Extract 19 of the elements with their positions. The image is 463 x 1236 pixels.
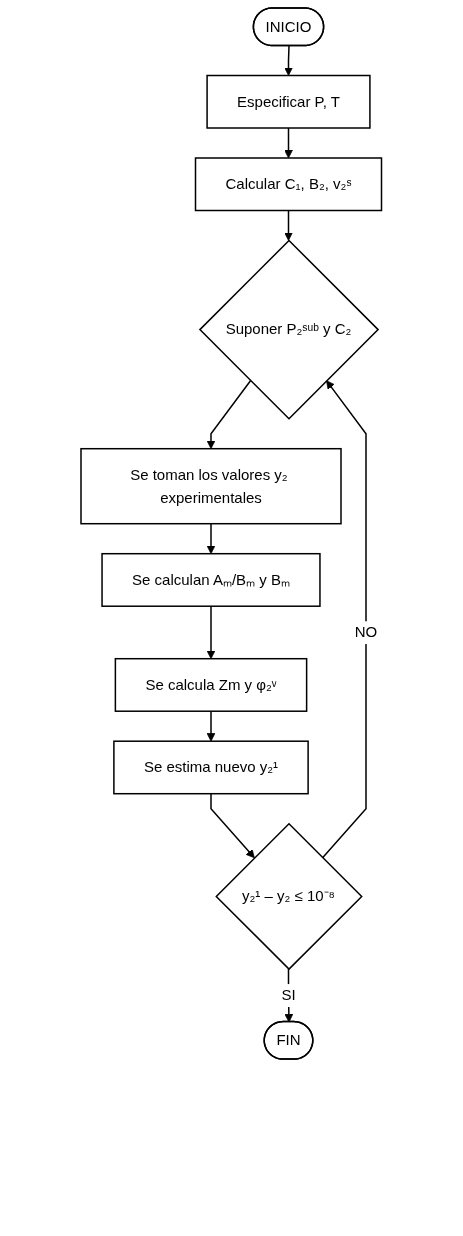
arrow (284, 45, 294, 76)
node-box: Se calculan Aₘ/Bₘ y Bₘ (101, 552, 321, 607)
arrow (206, 379, 252, 450)
arrow (284, 127, 294, 159)
node-box: Especificar P, T (206, 74, 371, 129)
edge-label: SI (281, 986, 296, 1004)
arrow (206, 522, 216, 555)
edge-label: NO (355, 623, 378, 641)
node-diamond: y₂¹ – y₂ ≤ 10⁻⁸ (215, 822, 363, 971)
arrow (206, 605, 216, 660)
node-box: Se toman los valores y₂ experimentales (80, 447, 342, 525)
node-box: Se calcula Zm y φ₂ᵛ (114, 657, 308, 712)
arrow (322, 380, 367, 859)
arrow (210, 792, 256, 859)
arrow (206, 710, 216, 742)
arrow (284, 209, 294, 241)
node-diamond: Suponer P₂ˢᵘᵇ y C₂ (199, 239, 380, 420)
node-box: Se estima nuevo y₂¹ (113, 740, 310, 795)
node-box: Calcular C₁, B₂, v₂ˢ (195, 157, 383, 212)
